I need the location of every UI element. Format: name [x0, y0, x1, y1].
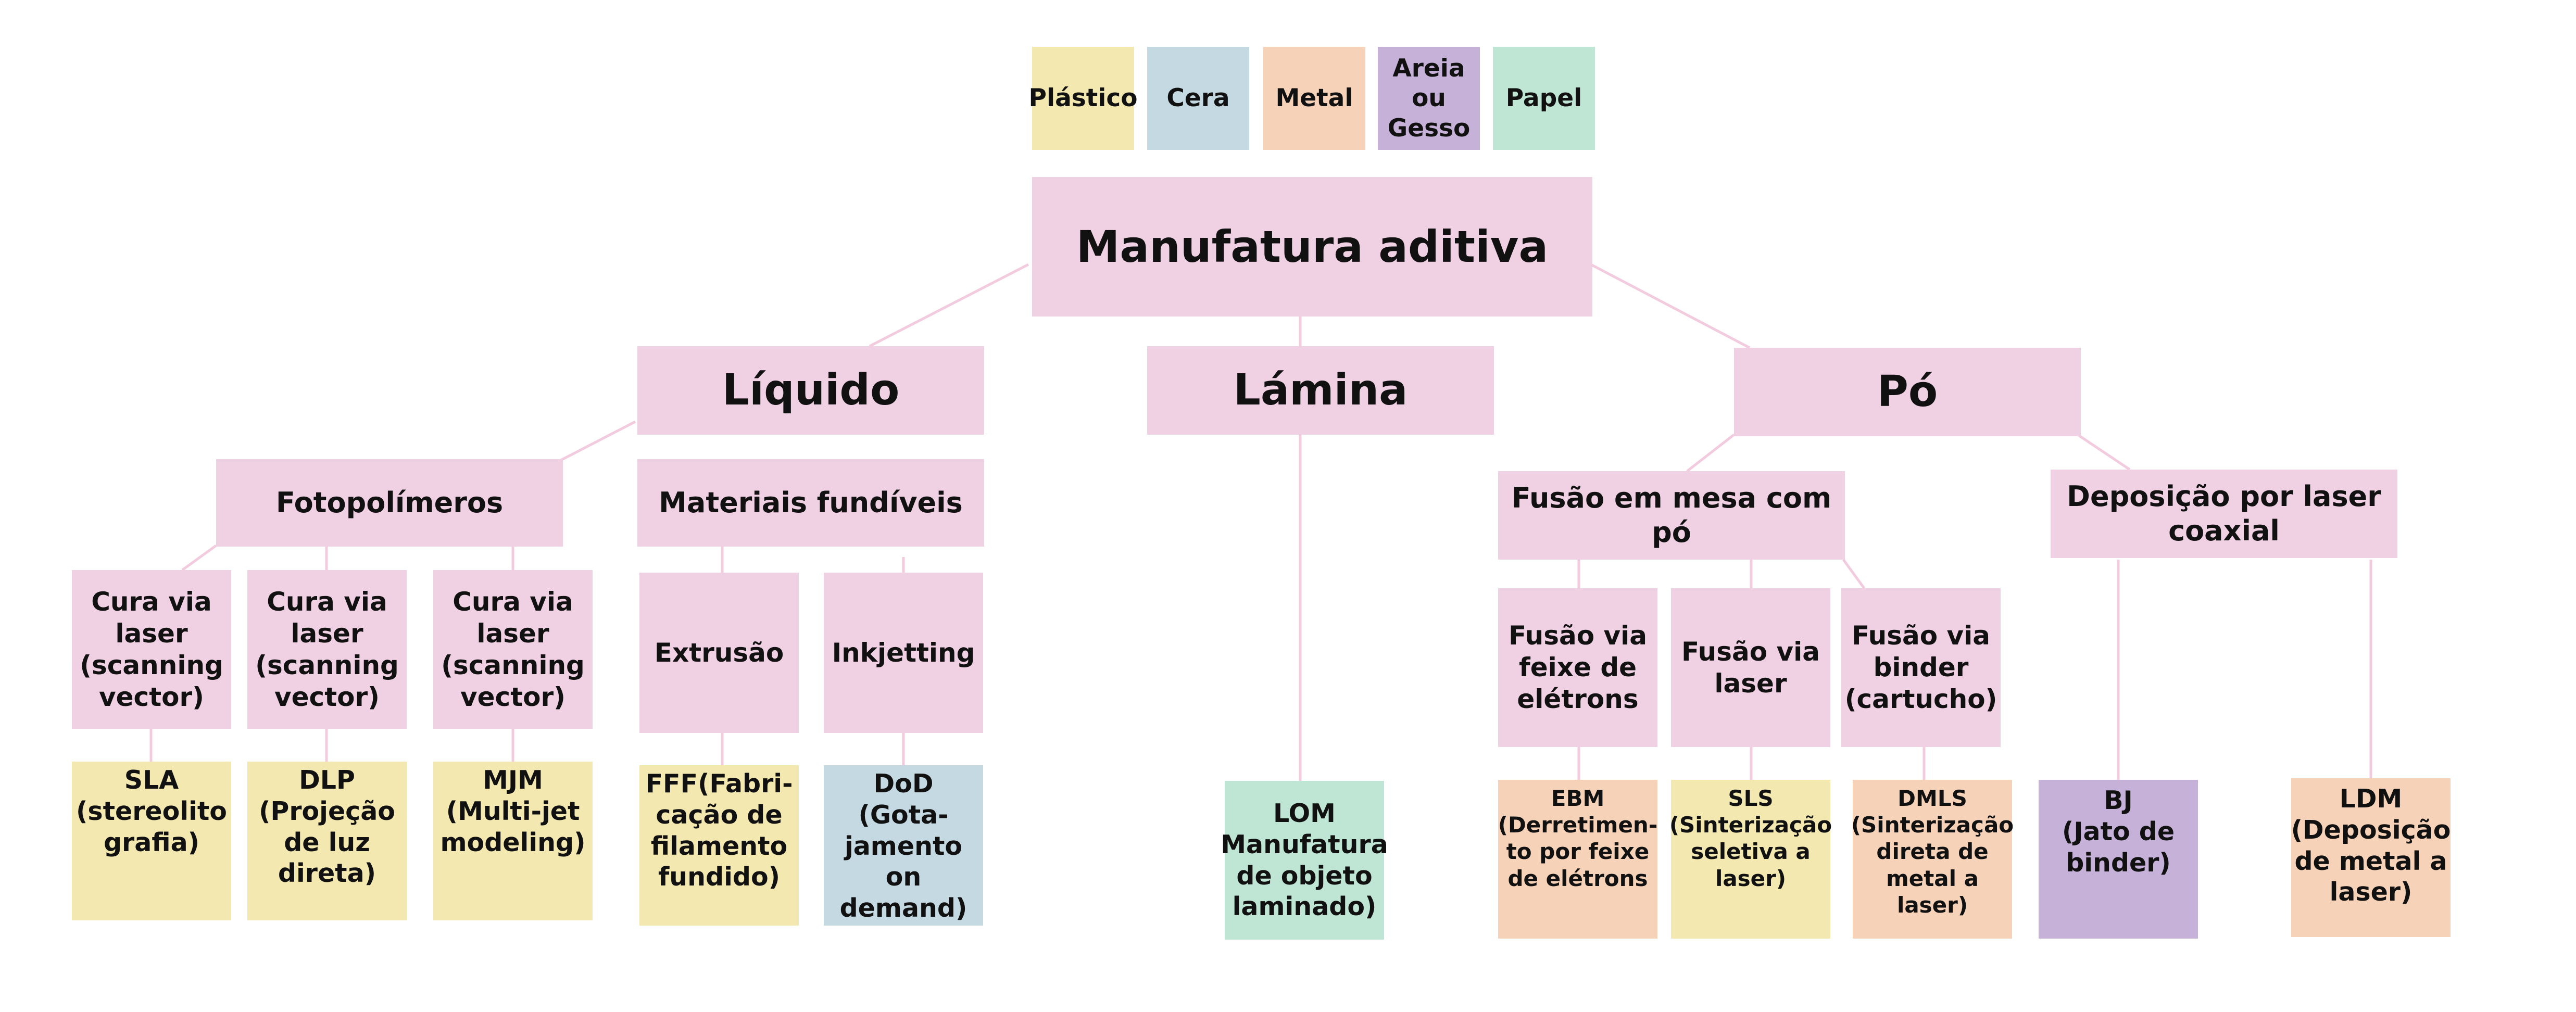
node-deposicao-laser-coaxial: Deposição por laser coaxial [2051, 470, 2397, 558]
legend-areia-gesso: Areia ou Gesso [1378, 47, 1480, 150]
node-lamina: Lámina [1147, 346, 1494, 435]
leaf-dmls: DMLS (Sinterização direta de metal a las… [1851, 780, 2014, 939]
edge-fusao-mesa-binder [1842, 559, 1866, 589]
edge-po-fusao-mesa [1686, 434, 1735, 472]
leaf-ldm: LDM (Deposição de metal a laser) [2291, 778, 2451, 937]
edge-po-deposicao [2077, 433, 2131, 471]
legend-cera: Cera [1147, 47, 1249, 150]
leaf-lom: LOM Manufatura de objeto laminado) [1221, 781, 1388, 940]
legend-papel: Papel [1493, 47, 1595, 150]
leaf-sla: SLA (stereolito grafia) [72, 762, 231, 920]
node-extrusao: Extrusão [639, 573, 799, 733]
node-cura-laser-3: Cura via laser (scanning vector) [433, 570, 593, 729]
node-fusao-binder: Fusão via binder (cartucho) [1841, 588, 2001, 747]
node-po: Pó [1734, 348, 2081, 436]
legend-metal: Metal [1263, 47, 1365, 150]
leaf-mjm: MJM (Multi-jet modeling) [433, 762, 593, 920]
edge-liquido-fotopolimeros [559, 420, 636, 462]
leaf-ebm: EBM (Derretimen- to por feixe de elétron… [1498, 780, 1657, 939]
node-fotopolimeros: Fotopolímeros [216, 459, 563, 547]
node-fusao-laser: Fusão via laser [1671, 588, 1830, 747]
leaf-fff: FFF(Fabri- cação de filamento fundido) [639, 765, 799, 926]
edge-root-liquido [869, 263, 1029, 348]
node-fusao-feixe-eletrons: Fusão via feixe de elétrons [1498, 588, 1657, 747]
leaf-sls: SLS (Sinterização seletiva a laser) [1669, 780, 1832, 939]
node-inkjetting: Inkjetting [824, 573, 983, 733]
node-cura-laser-2: Cura via laser (scanning vector) [247, 570, 407, 729]
legend-plastico: Plástico [1029, 47, 1138, 150]
leaf-bj: BJ (Jato de binder) [2039, 780, 2198, 939]
leaf-dod: DoD (Gota- jamento on demand) [824, 765, 983, 926]
node-materiais-fundiveis: Materiais fundíveis [637, 459, 984, 547]
leaf-dlp: DLP (Projeção de luz direta) [247, 762, 407, 920]
node-cura-laser-1: Cura via laser (scanning vector) [72, 570, 231, 729]
node-liquido: Líquido [637, 346, 984, 435]
edge-root-po [1590, 263, 1751, 349]
edge-fotopolimeros-cura1 [181, 544, 217, 572]
node-fusao-mesa-po: Fusão em mesa com pó [1498, 471, 1845, 560]
node-manufatura-aditiva: Manufatura aditiva [1032, 177, 1592, 317]
